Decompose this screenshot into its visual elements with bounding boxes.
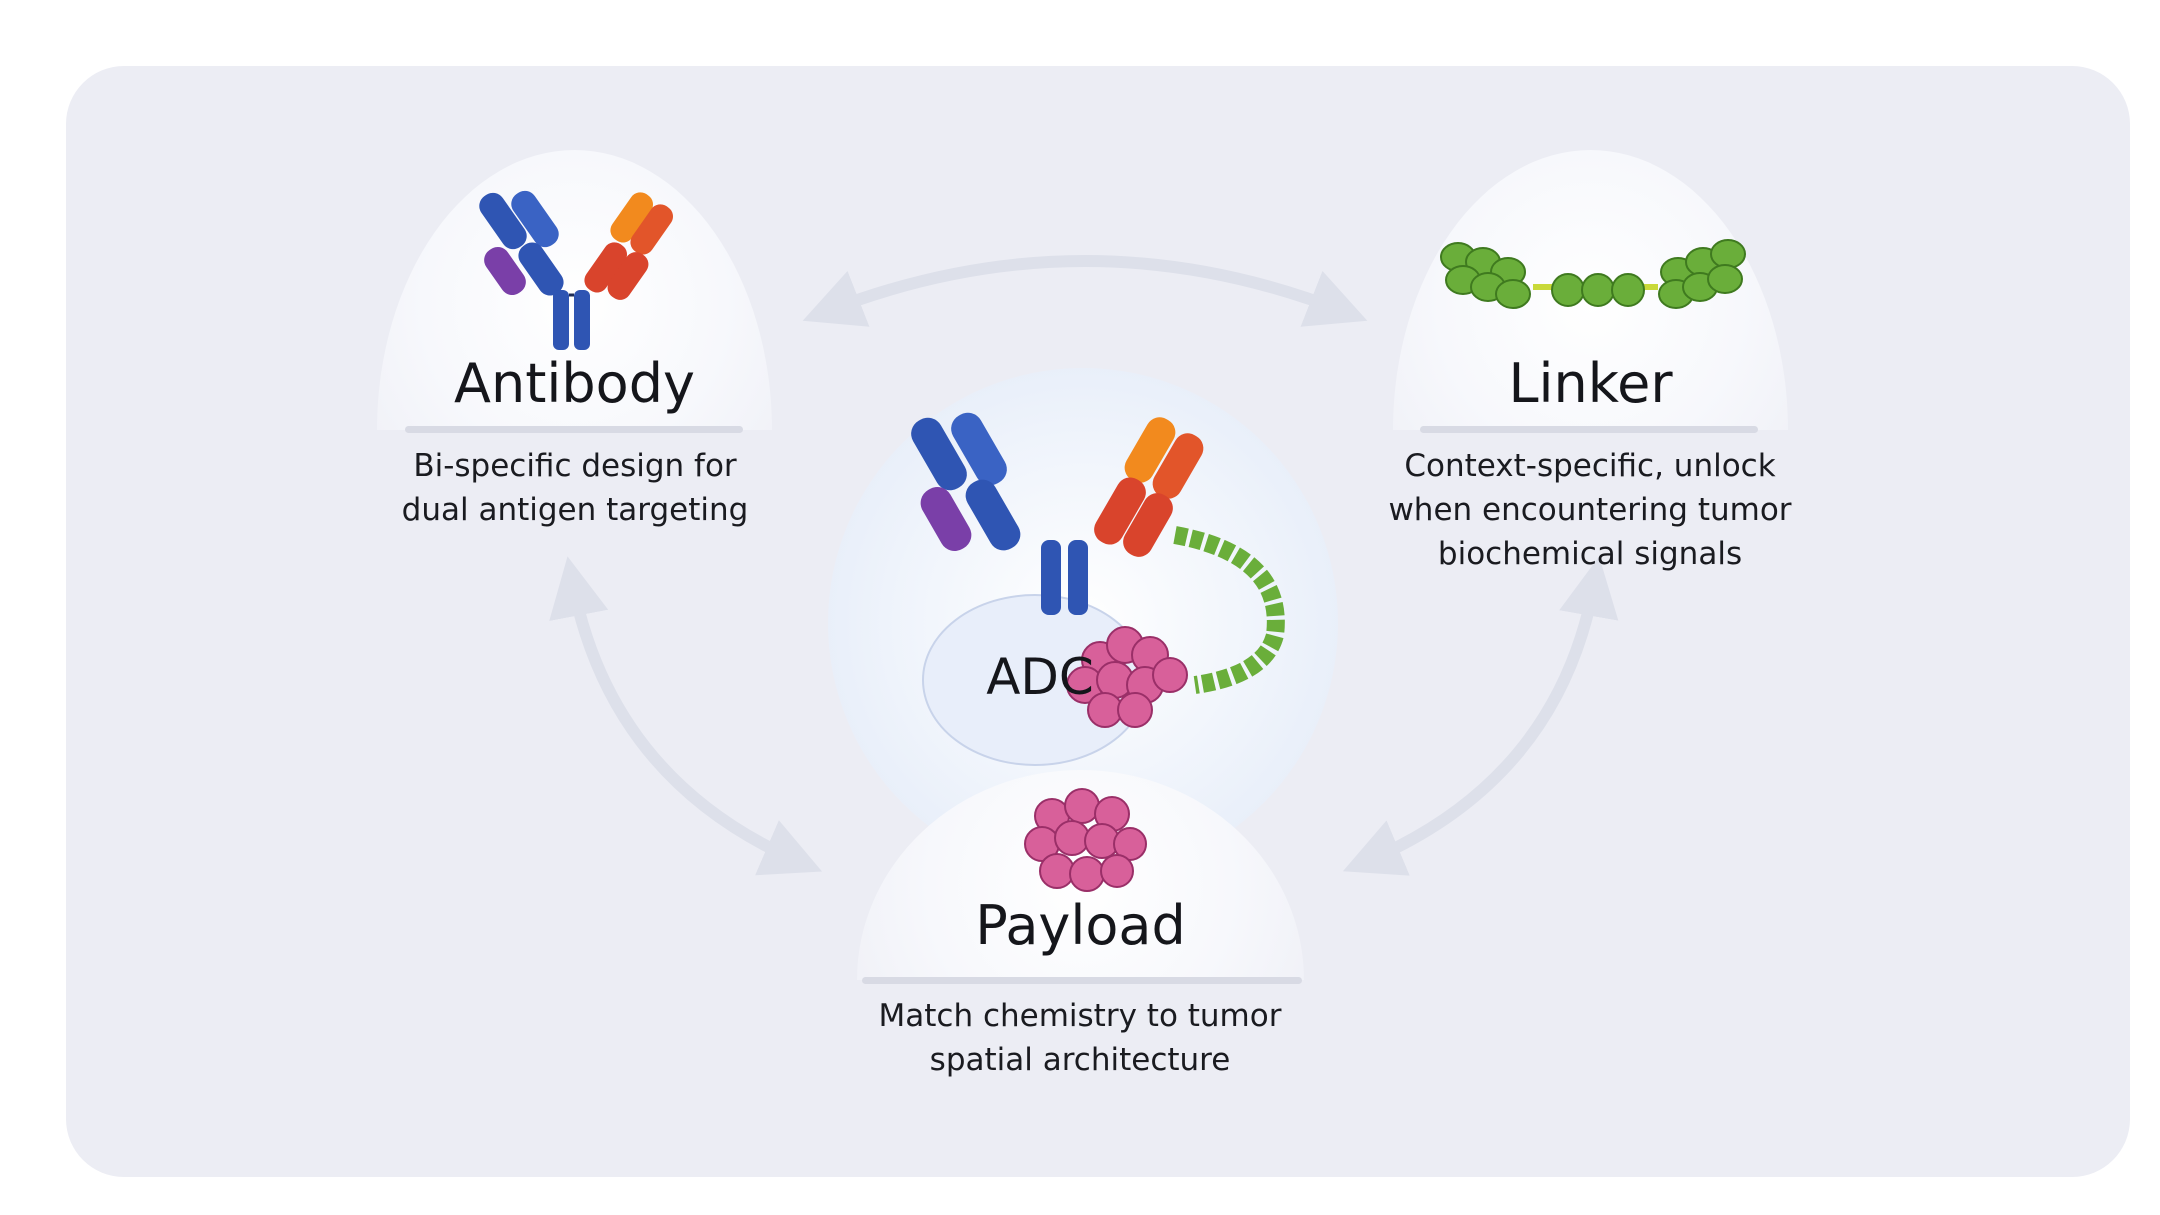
linker-description-line: biochemical signals bbox=[1437, 536, 1743, 572]
arrow-linker-payload bbox=[1342, 556, 1619, 876]
antibody-description: Bi-specific design for dual antigen targ… bbox=[340, 444, 810, 532]
linker-description: Context-specific, unlock when encounteri… bbox=[1360, 444, 1820, 576]
adc-icon bbox=[911, 412, 1285, 766]
antibody-title: Antibody bbox=[454, 352, 695, 415]
payload-description-line: spatial architecture bbox=[929, 1042, 1231, 1078]
antibody-node-divider bbox=[405, 426, 743, 433]
linker-description-line: Context-specific, unlock bbox=[1404, 448, 1776, 484]
payload-description: Match chemistry to tumor spatial archite… bbox=[840, 994, 1320, 1082]
adc-label: ADC bbox=[986, 648, 1094, 706]
antibody-description-line: dual antigen targeting bbox=[401, 492, 749, 528]
payload-description-line: Match chemistry to tumor bbox=[878, 998, 1282, 1034]
payload-title: Payload bbox=[975, 894, 1186, 957]
arrow-antibody-payload bbox=[549, 556, 823, 876]
linker-title: Linker bbox=[1508, 352, 1673, 415]
linker-node-divider bbox=[1420, 426, 1758, 433]
payload-icon bbox=[1024, 788, 1147, 892]
linker-icon bbox=[1440, 239, 1746, 309]
antibody-icon bbox=[479, 190, 673, 350]
payload-node-divider bbox=[862, 977, 1302, 984]
linker-description-line: when encountering tumor bbox=[1388, 492, 1792, 528]
antibody-description-line: Bi-specific design for bbox=[413, 448, 737, 484]
arrow-antibody-linker bbox=[802, 255, 1368, 327]
